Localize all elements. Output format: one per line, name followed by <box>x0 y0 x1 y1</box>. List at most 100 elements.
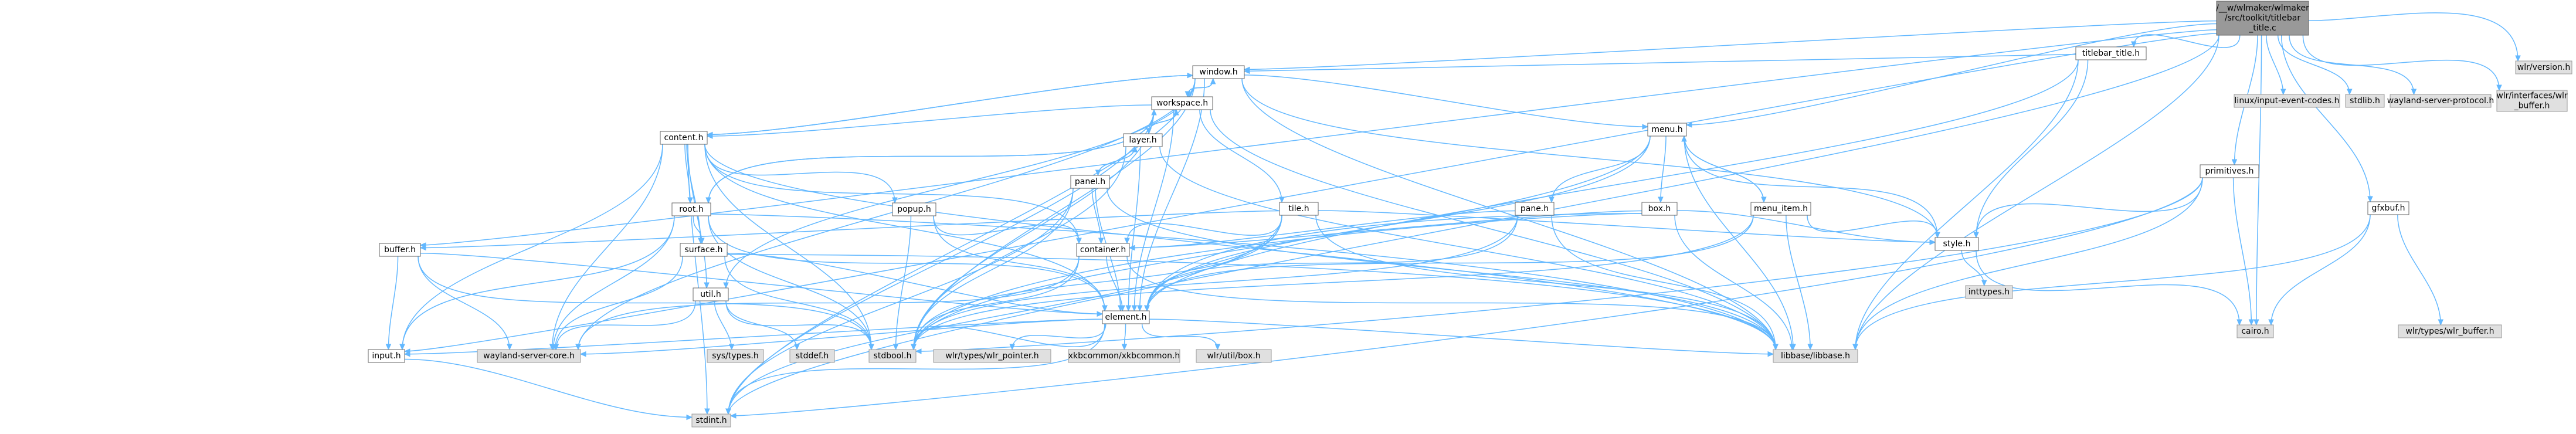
edge-panel-to-container <box>1091 188 1104 245</box>
edge-line <box>404 318 1103 355</box>
node-panel[interactable]: panel.h <box>1070 175 1110 189</box>
node-box <box>1279 202 1319 216</box>
edge-arrowhead <box>2411 89 2417 96</box>
edge-line <box>1141 323 1219 350</box>
node-wl-server-protocol: wayland-server-protocol.h <box>2387 94 2494 108</box>
edge-content-to-wl-server-core <box>549 144 663 351</box>
edge-surface-to-element <box>727 253 1104 317</box>
edge-arrowhead <box>1973 232 1979 239</box>
node-buffer[interactable]: buffer.h <box>379 243 421 257</box>
node-element[interactable]: element.h <box>1102 310 1150 324</box>
node-wlr-pointer: wlr/types/wlr_pointer.h <box>933 349 1051 363</box>
node-layer[interactable]: layer.h <box>1123 133 1163 147</box>
node-root[interactable]: /__w/wlmaker/wlmaker/src/toolkit/titleba… <box>2216 1 2309 36</box>
edge-arrowhead <box>2280 89 2286 96</box>
node-box <box>1750 202 1811 216</box>
edge-arrowhead <box>686 414 693 421</box>
edge-util-to-wl-server-core <box>553 300 696 351</box>
edge-line <box>704 144 872 350</box>
node-label: input.h <box>372 351 401 361</box>
edge-arrowhead <box>1132 145 1138 152</box>
node-box[interactable]: box.h <box>1641 202 1678 216</box>
edge-line <box>1126 215 1282 244</box>
node-gfxbuf[interactable]: gfxbuf.h <box>2367 201 2409 215</box>
node-label: root.h <box>679 205 703 214</box>
node-menu-item[interactable]: menu_item.h <box>1750 202 1811 216</box>
edge-content-to-input <box>399 144 663 351</box>
edge-primitives-to-cairo <box>2232 177 2255 326</box>
edge-element-to-stdbool <box>911 323 1105 351</box>
node-root-h[interactable]: root.h <box>671 202 711 216</box>
edge-line <box>1199 109 1282 203</box>
node-label: inttypes.h <box>1969 287 2010 297</box>
node-label: stdlib.h <box>2350 96 2380 106</box>
edge-window-to-menu <box>1244 74 1649 130</box>
node-box <box>1076 243 1130 257</box>
edge-arrowhead <box>1076 238 1082 245</box>
node-label: titlebar_title.h <box>2082 49 2140 58</box>
edge-line <box>404 33 2217 352</box>
edge-line <box>728 215 1282 415</box>
node-box <box>2200 164 2259 178</box>
edge-arrowhead <box>1214 344 1221 351</box>
edge-arrowhead <box>1767 351 1774 357</box>
node-box <box>1647 123 1687 137</box>
edge-line <box>1976 250 2240 326</box>
edge-line <box>913 256 1080 350</box>
node-box <box>2398 324 2502 338</box>
node-titlebar-title[interactable]: titlebar_title.h <box>2075 46 2147 60</box>
edge-element-to-wlr-box <box>1141 323 1221 351</box>
node-pane[interactable]: pane.h <box>1515 202 1555 216</box>
node-tile[interactable]: tile.h <box>1279 202 1319 216</box>
node-container[interactable]: container.h <box>1076 243 1130 257</box>
edge-content-to-window <box>707 72 1194 135</box>
edge-box-to-libbase <box>1674 215 1795 351</box>
edge-popup-to-container <box>933 215 1082 245</box>
edge-line <box>725 78 1196 289</box>
node-primitives[interactable]: primitives.h <box>2200 164 2259 178</box>
node-box <box>2234 94 2340 108</box>
edge-util-to-stdbool <box>725 300 874 351</box>
edge-arrowhead <box>729 413 737 419</box>
node-window[interactable]: window.h <box>1192 65 1245 79</box>
edge-arrowhead <box>1098 238 1104 245</box>
edge-line <box>2277 35 2350 95</box>
node-style[interactable]: style.h <box>1934 237 1979 251</box>
edge-line <box>707 104 1152 137</box>
node-label: window.h <box>1199 67 1237 77</box>
edge-line <box>1674 215 1793 350</box>
node-workspace[interactable]: workspace.h <box>1151 96 1213 110</box>
edge-menu-to-box <box>1658 135 1667 204</box>
node-box <box>379 243 421 257</box>
node-popup[interactable]: popup.h <box>892 202 936 216</box>
edge-titlebar-title-to-element <box>1144 59 2079 312</box>
edge-line <box>1012 323 1107 350</box>
edge-line <box>1106 256 1123 311</box>
node-box <box>2075 46 2147 60</box>
node-menu[interactable]: menu.h <box>1647 123 1687 137</box>
edge-line <box>1855 214 2371 350</box>
node-label: wlr/version.h <box>2517 63 2570 72</box>
node-surface[interactable]: surface.h <box>680 243 728 257</box>
edge-tile-to-container <box>1124 215 1282 245</box>
node-stdbool: stdbool.h <box>868 349 917 363</box>
edge-arrowhead <box>892 344 899 351</box>
node-content[interactable]: content.h <box>660 131 708 145</box>
edge-arrowhead <box>1121 344 1128 351</box>
node-label: _title.c <box>2248 23 2276 33</box>
edge-container-to-element <box>1106 256 1125 312</box>
node-input[interactable]: input.h <box>368 349 405 363</box>
edge-primitives-to-style <box>1973 177 2203 239</box>
edge-arrowhead <box>704 408 710 415</box>
node-util[interactable]: util.h <box>693 287 729 301</box>
node-cairo: cairo.h <box>2236 324 2274 338</box>
edge-menu-item-to-style <box>1807 215 1940 239</box>
edge-primitives-to-stdbool <box>915 177 2203 354</box>
edge-workspace-to-element <box>1131 109 1175 312</box>
node-label: wayland-server-protocol.h <box>2387 96 2494 106</box>
edge-menu-item-to-libbase <box>1786 215 1813 351</box>
node-box <box>933 349 1051 363</box>
node-label: linux/input-event-codes.h <box>2235 96 2340 106</box>
edge-menu-to-pane <box>1549 135 1651 204</box>
edge-line <box>913 213 1642 350</box>
